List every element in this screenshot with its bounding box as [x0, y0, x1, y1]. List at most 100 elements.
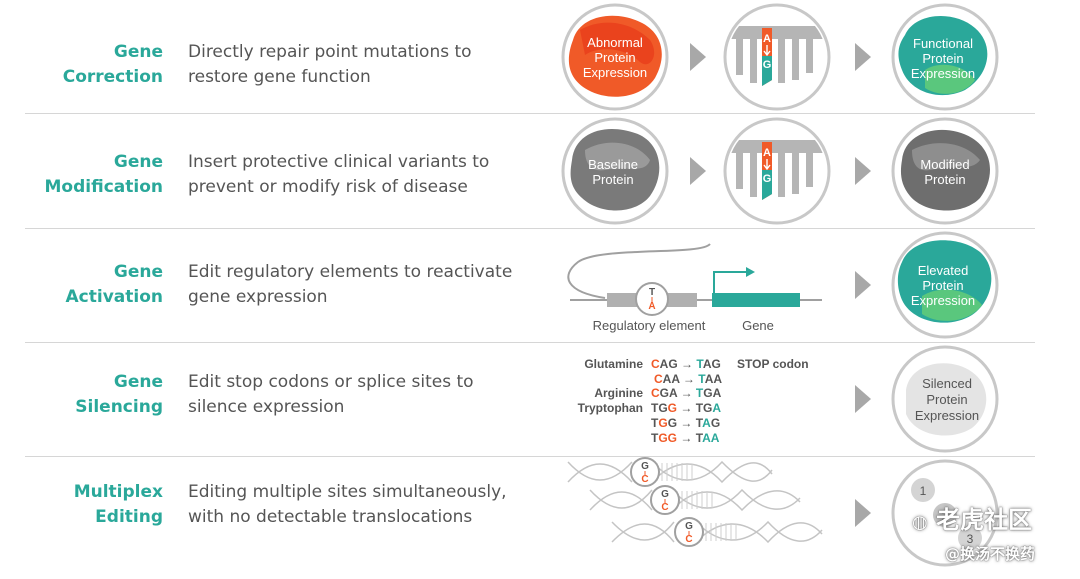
label-line: Gene	[113, 42, 163, 62]
codon-segment: T	[696, 357, 704, 371]
codon-segment: TG	[696, 401, 713, 415]
row-label-modification: Gene Modification	[20, 150, 163, 200]
multiplex-number: 2	[942, 509, 949, 523]
codon-segment: G	[711, 416, 720, 430]
label-line: Modification	[44, 177, 163, 197]
codon-segment: T	[651, 431, 659, 445]
base-from: A	[763, 147, 771, 159]
row-label-multiplex: Multiplex Editing	[20, 480, 163, 530]
watermark-logo-icon: ◍	[912, 512, 928, 533]
row-label-silencing: Gene Silencing	[20, 370, 163, 420]
circle-text: Expression	[911, 66, 975, 81]
codon-segment: AG	[703, 357, 721, 371]
watermark-main: 老虎社区	[936, 506, 1033, 534]
desc-line: silence expression	[188, 397, 345, 417]
arrow-right-icon	[855, 499, 871, 527]
base-edit-circle: A G	[723, 3, 831, 111]
codon-table: Glutamine Arginine Tryptophan STOP codon…	[578, 357, 809, 445]
circle-text: Baseline	[588, 157, 638, 172]
codon-segment: AA	[705, 372, 723, 386]
circle-text: Protein	[592, 172, 633, 187]
desc-line: prevent or modify risk of disease	[188, 177, 468, 197]
codon-segment: G	[658, 416, 667, 430]
multiplex-base: C	[641, 474, 648, 485]
codon-segment: GA	[660, 386, 681, 400]
reg-base: A	[648, 301, 655, 312]
codon-aa-label: Glutamine	[584, 357, 643, 371]
codon-segment: AA	[702, 431, 720, 445]
arrow-right-icon	[690, 157, 706, 185]
silenced-protein-circle: Silenced Protein Expression	[891, 345, 999, 453]
regulatory-element-label: Regulatory element	[593, 318, 706, 333]
codon-segment: AG	[660, 357, 681, 371]
multiplex-base: G	[641, 461, 649, 472]
reg-base: T	[649, 287, 655, 298]
multiplex-base: G	[661, 489, 669, 500]
row-desc-activation: Edit regulatory elements to reactivate g…	[188, 260, 548, 310]
desc-line: with no detectable translocations	[188, 507, 473, 527]
codon-segment: G	[668, 401, 677, 415]
functional-protein-circle: Functional Protein Expression	[891, 3, 999, 111]
row-label-correction: Gene Correction	[20, 40, 163, 90]
multiplex-base: C	[661, 502, 668, 513]
base-to: G	[763, 59, 772, 71]
codon-segment: C	[654, 372, 663, 386]
multiplex-edit-sites: G C G C G C	[630, 457, 704, 547]
circle-text: Elevated	[918, 263, 969, 278]
codon-segment: T	[651, 416, 659, 430]
codon-line: TGG → TGA	[651, 401, 721, 415]
codon-segment: AA	[663, 372, 683, 386]
codon-line: CAA → TAA	[654, 372, 722, 386]
multiplex-base: G	[685, 521, 693, 532]
gene-activation-diagram: T A Regulatory element Gene	[567, 243, 822, 333]
codon-line: TGG → TAG	[651, 416, 720, 430]
codon-segment: →	[681, 386, 696, 400]
circle-text: Abnormal	[587, 35, 643, 50]
row-desc-correction: Directly repair point mutations to resto…	[188, 40, 548, 90]
base-from: A	[763, 33, 771, 45]
circle-text: Protein	[922, 51, 963, 66]
label-line: Gene	[113, 262, 163, 282]
codon-segment: G →	[668, 416, 696, 430]
multiplex-number: 1	[920, 484, 927, 498]
codon-segment: A	[712, 401, 721, 415]
label-line: Multiplex	[73, 482, 163, 502]
row-desc-multiplex: Editing multiple sites simultaneously, w…	[188, 480, 548, 530]
desc-line: Edit stop codons or splice sites to	[188, 372, 474, 392]
watermark: ◍ 老虎社区	[912, 500, 1032, 535]
desc-line: restore gene function	[188, 67, 371, 87]
row-desc-modification: Insert protective clinical variants to p…	[188, 150, 548, 200]
row-separator	[25, 228, 1035, 229]
codon-segment: →	[681, 357, 696, 371]
row-separator	[25, 456, 1035, 457]
codon-segment: T	[696, 416, 704, 430]
codon-segment: A	[702, 416, 711, 430]
multiplex-result-circle: 1 2 3	[891, 459, 999, 567]
codon-segment: C	[651, 357, 660, 371]
abnormal-protein-circle: Abnormal Protein Expression	[561, 3, 669, 111]
codon-aa-label: Arginine	[594, 386, 643, 400]
circle-text: Expression	[583, 65, 647, 80]
row-desc-silencing: Edit stop codons or splice sites to sile…	[188, 370, 548, 420]
base-to: G	[763, 173, 772, 185]
label-line: Gene	[113, 372, 163, 392]
base-edit-circle: A G	[723, 117, 831, 225]
stop-codon-label: STOP codon	[737, 357, 809, 371]
label-line: Correction	[62, 67, 163, 87]
row-separator	[25, 113, 1035, 114]
circle-text: Protein	[594, 50, 635, 65]
desc-line: Edit regulatory elements to reactivate	[188, 262, 513, 282]
circle-text: Modified	[920, 157, 969, 172]
codon-segment: GA	[703, 386, 721, 400]
codon-aa-label: Tryptophan	[578, 401, 643, 415]
codon-segment: GG	[658, 431, 677, 445]
arrow-right-icon	[855, 271, 871, 299]
gene-label: Gene	[742, 318, 774, 333]
multiplex-base: C	[685, 534, 692, 545]
baseline-protein-circle: Baseline Protein	[561, 117, 669, 225]
label-line: Silencing	[75, 397, 163, 417]
circle-text: Expression	[915, 408, 979, 423]
circle-text: Protein	[924, 172, 965, 187]
